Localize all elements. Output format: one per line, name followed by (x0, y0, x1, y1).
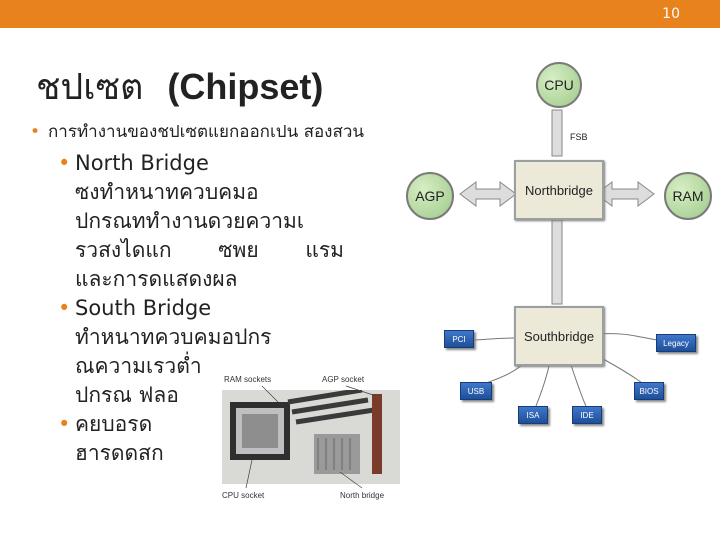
top-bar: 10 (0, 0, 720, 28)
cpu-node: CPU (536, 62, 582, 108)
keyboard-line: ฮารดดสก (75, 441, 164, 465)
north-bridge-label: North bridge (340, 491, 385, 500)
bullet-dot-icon: • (30, 122, 41, 142)
bullet-dot-icon: • (58, 412, 71, 436)
agp-slot-shape (372, 394, 382, 474)
intro-text: การทำงานของชปเซตแยกออกเปน สองสวน (48, 122, 365, 142)
slide-title: ชปเซต (Chipset) (36, 58, 323, 115)
isa-box: ISA (518, 406, 548, 424)
north-heading: North Bridge (75, 151, 209, 175)
legacy-box: Legacy (656, 334, 696, 352)
agp-socket-label: AGP socket (322, 375, 365, 384)
bullet-dot-icon: • (58, 151, 71, 175)
northbridge-heatsink (314, 434, 360, 474)
south-line: ปกรณ ฟลอ (75, 383, 179, 407)
chipset-diagram: FSB CPU Northbridge AGP RAM Southbridge … (400, 48, 720, 440)
diagram-connectors: FSB (459, 109, 659, 407)
northbridge-box: Northbridge (514, 160, 604, 220)
bullet-north-bridge: • North Bridge ซงทำหนาทควบคมอ ปกรณททำงาน… (30, 149, 415, 294)
usb-box: USB (460, 382, 492, 400)
agp-node: AGP (406, 172, 454, 220)
bullet-south-bridge: • South Bridge ทำหนาทควบคมอปกร ณความเรวต… (30, 294, 415, 410)
north-line: ซงทำหนาทควบคมอ (75, 180, 259, 204)
bullet-dot-icon: • (58, 296, 71, 320)
motherboard-illustration: RAM sockets AGP socket CPU socket North … (222, 372, 400, 508)
bios-box: BIOS (634, 382, 664, 400)
slide-body: • การทำงานของชปเซตแยกออกเปน สองสวน • Nor… (30, 122, 415, 468)
north-line: รวสงไดแก ซพย แรม (75, 238, 344, 262)
southbridge-box: Southbridge (514, 306, 604, 366)
south-heading: South Bridge (75, 296, 212, 320)
title-english: (Chipset) (167, 66, 324, 107)
slide-number: 10 (662, 6, 680, 22)
north-line: และการดแสดงผล (75, 267, 238, 291)
ram-sockets-label: RAM sockets (224, 375, 271, 384)
south-line: ทำหนาทควบคมอปกร (75, 325, 272, 349)
ram-node: RAM (664, 172, 712, 220)
bullet-intro: • การทำงานของชปเซตแยกออกเปน สองสวน (30, 122, 415, 143)
fsb-label: FSB (570, 132, 588, 142)
title-thai: ชปเซต (36, 67, 144, 108)
bullet-keyboard: • คยบอรด ฮารดดสก (30, 410, 415, 468)
keyboard-line: คยบอรด (75, 412, 153, 436)
south-line: ณความเรวต่ำ (75, 354, 202, 378)
cpu-socket-label: CPU socket (222, 491, 265, 500)
pci-box: PCI (444, 330, 474, 348)
motherboard-photo: RAM sockets AGP socket CPU socket North … (222, 372, 400, 508)
north-line: ปกรณททำงานดวยความเ (75, 209, 305, 233)
ide-box: IDE (572, 406, 602, 424)
